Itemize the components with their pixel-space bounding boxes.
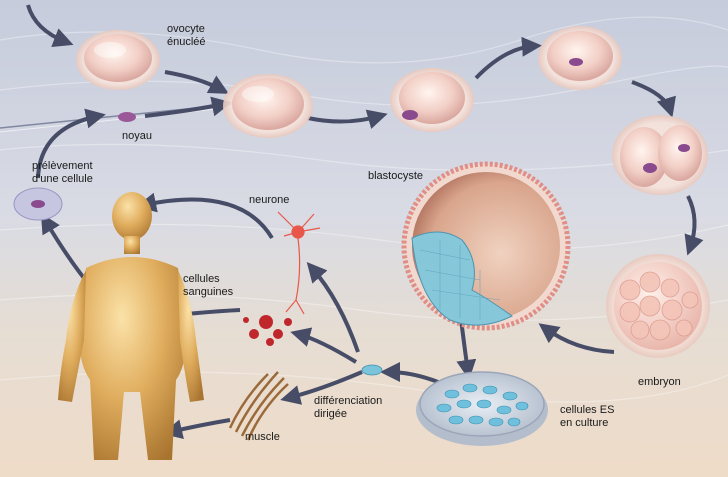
arrow-to-zygote [474,36,542,80]
ovocyte-enuclee [76,30,160,90]
arrow-to-activated-egg [307,109,388,129]
process-arrows [26,4,704,440]
pipette-highlight [0,106,236,133]
arrow-ovocyte-to-fusion [164,70,230,94]
arrow-to-neurone [306,261,360,353]
blastocyste [401,161,571,331]
label-differenciation: différenciation dirigée [314,395,383,420]
reconstructed-egg [390,68,474,132]
human-body [58,192,204,460]
label-cellules-es: cellules ES en culture [560,404,615,429]
arrow-to-muscle [280,370,363,405]
arrow-embryon-to-blastocyste [538,323,615,354]
donor-cell [13,187,63,221]
arrow-noyau-to-ovocyte [144,96,232,118]
label-embryon: embryon [638,376,681,388]
label-noyau: noyau [122,130,152,142]
arrow-culture-to-differenciation [380,362,439,384]
label-neurone: neurone [249,194,290,206]
noyau-nucleus [118,112,136,122]
inner-cell-mass [411,231,513,326]
label-ovocyte-enuclee: ovocyte énucléé [167,23,206,48]
label-blastocyste: blastocyste [368,170,424,182]
zygote-nucleus [569,58,583,66]
neurone-cell [277,211,321,315]
zygote [538,26,622,90]
stem-cell [361,364,383,376]
arrow-to-two-cell [631,80,676,118]
culture-dish [416,371,548,446]
two-cell-embryo [612,115,708,195]
blood-cells [243,315,292,346]
label-prelevement: prélèvement d'une cellule [32,160,93,185]
arrow-muscle-to-body [162,418,231,440]
arrow-into-ovocyte [26,4,74,47]
fusion-ovocyte [223,74,313,138]
arrow-cell-to-noyau [36,108,106,179]
embryon-morula [606,254,710,358]
arrow-neurone-to-body [136,192,274,240]
label-cellules-sanguines: cellules sanguines [183,273,234,298]
egg-nucleus [402,110,418,120]
arrow-to-embryon [684,195,704,256]
arrow-to-blood [290,327,358,364]
label-muscle: muscle [245,431,280,443]
muscle-fibers [228,371,289,441]
